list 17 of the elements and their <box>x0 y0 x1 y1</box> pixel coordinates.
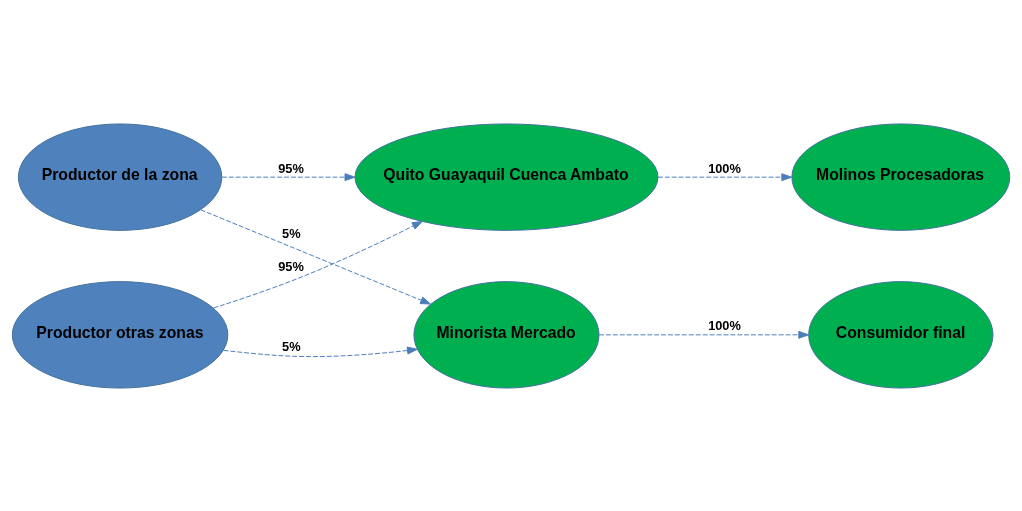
arrow <box>200 208 431 305</box>
node-ellipse: Minorista Mercado <box>413 280 600 389</box>
edge-label: 95% <box>278 160 304 176</box>
node-ellipse: Productor de la zona <box>17 122 223 231</box>
node-ellipse: Productor otras zonas <box>11 280 229 389</box>
edge-label: 100% <box>708 160 741 176</box>
node-ellipse: Consumidor final <box>808 280 994 389</box>
edge-label: 5% <box>282 225 301 241</box>
arrow <box>223 346 418 357</box>
arrow <box>213 220 423 308</box>
edge-label: 5% <box>282 338 301 354</box>
arrow <box>598 330 810 339</box>
arrow <box>657 172 793 181</box>
node-ellipse: Molinos Procesadoras <box>791 122 1011 231</box>
arrow <box>221 172 356 181</box>
edge-label: 95% <box>278 258 304 274</box>
edge-label: 100% <box>708 317 741 333</box>
